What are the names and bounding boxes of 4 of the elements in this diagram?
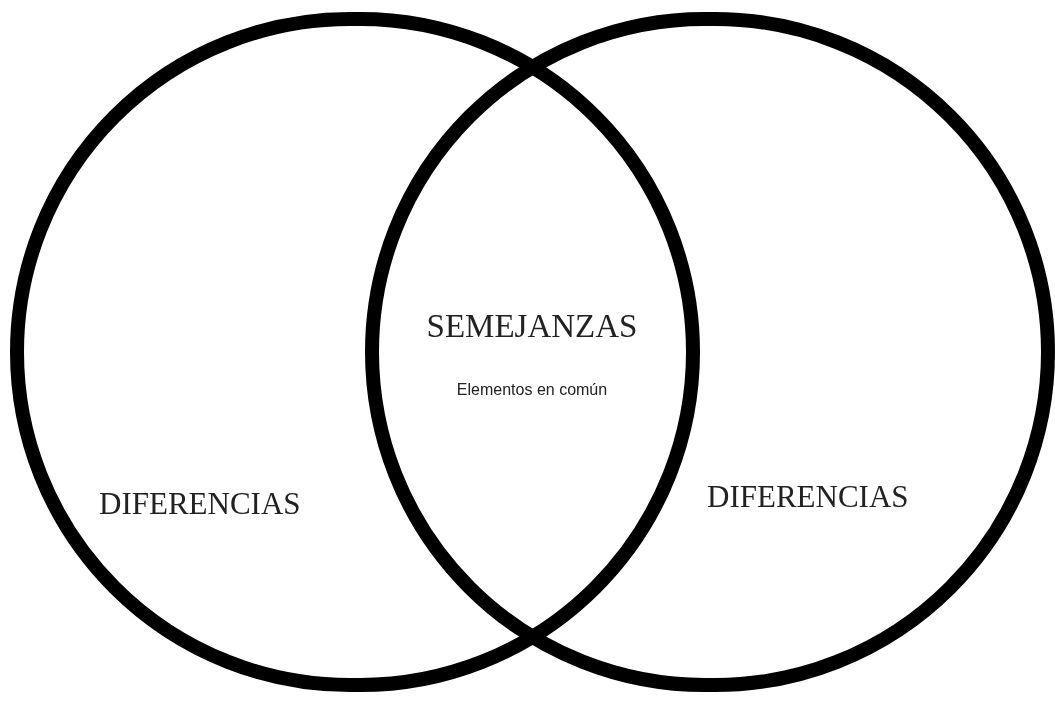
circle-label: DIFERENCIAS [707, 481, 909, 512]
overlap-heading: SEMEJANZAS [426, 310, 638, 343]
overlap-description: Elementos en común [456, 382, 608, 398]
circle-label: DIFERENCIAS [99, 488, 301, 519]
